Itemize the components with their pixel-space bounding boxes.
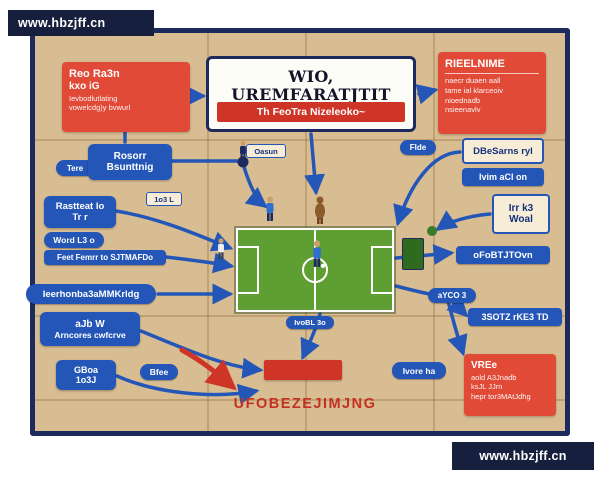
title-card: WIO, UREMFARATJTIT Th FeoTra Nizeleoko~ — [206, 56, 416, 132]
node-gboa: GBoa 1o3J — [56, 360, 116, 390]
substitution-board — [402, 238, 424, 270]
node-ajb: aJb W Arncores cwfcrve — [40, 312, 140, 346]
note-line: ksJL JJrn — [471, 382, 503, 392]
node-word: Word L3 o — [44, 232, 104, 248]
node-label: Arncores cwfcrve — [54, 329, 126, 340]
node-label: Ivore ha — [402, 365, 436, 376]
note-line: aold A3Jnadb — [471, 372, 517, 382]
poster-title: WIO, UREMFARATJTIT — [231, 67, 391, 105]
node-label: 3SOTZ rKE3 TD — [481, 312, 549, 322]
node-label: aYCO 3 — [437, 291, 467, 300]
note-line: VREe — [471, 360, 498, 371]
node-label: Flde — [409, 143, 427, 152]
grid-line — [35, 139, 565, 141]
node-label: Tr r — [72, 212, 88, 223]
bottom-caption: UFOBEZEJIMJNG — [233, 396, 377, 412]
node-rosorr: Rosorr Bsunttnig — [88, 144, 172, 180]
note-bottom-right: VREe aold A3Jnadb ksJL JJrn hepr tor3MAt… — [464, 354, 556, 416]
node-sotz: 3SOTZ rKE3 TD — [468, 308, 562, 326]
note-line: kxo iG — [69, 81, 100, 93]
node-label: DBeSarns ryl — [473, 145, 533, 157]
player-icon — [266, 196, 274, 221]
grid-line — [35, 315, 565, 317]
tag-label: 1o3 L — [154, 194, 174, 204]
node-label: Woal — [509, 214, 533, 225]
note-top-left: Reo Ra3n kxo iG Ievbodlutlating vowelcdg… — [62, 62, 190, 132]
node-ivore: Ivore ha — [392, 362, 446, 379]
tag-1o3l: 1o3 L — [146, 192, 182, 206]
note-line: vowelcdg)y bvwurl — [69, 103, 131, 113]
watermark-banner-top: www.hbzjff.cn — [8, 10, 154, 36]
watermark-text: www.hbzjff.cn — [479, 449, 567, 463]
note-line: hepr tor3MAtJdhg — [471, 392, 531, 401]
node-label: Irr k3 — [508, 203, 534, 214]
node-ivim: Ivim aCl on — [462, 168, 544, 186]
note-title: RIEELNIME — [445, 58, 539, 75]
node-label: Ieerhonba3aMMKrldg — [42, 288, 140, 300]
node-label: Feet Femrr to SJTMAFDo — [56, 253, 153, 262]
field-penalty-box-left — [237, 246, 259, 294]
node-rastteat: Rastteat lo Tr r — [44, 196, 116, 228]
node-label: IvoBL 3o — [294, 318, 326, 327]
poster-subtitle: Th FeoTra Nizeleoko~ — [217, 102, 405, 122]
node-label: Bsunttnig — [106, 162, 154, 173]
node-tere: Tere — [56, 160, 94, 176]
note-top-right: RIEELNIME naecr duaen aall tame ial klar… — [438, 52, 546, 134]
note-line: naecr duaen aall — [445, 76, 501, 86]
node-bfee: Bfee — [140, 364, 178, 380]
node-label: Tere — [66, 163, 84, 173]
tag-label: Oasun — [254, 146, 278, 156]
watermark-text: www.hbzjff.cn — [18, 16, 106, 30]
node-dbesarns: DBeSarns ryl — [462, 138, 544, 164]
node-ivobl: IvoBL 3o — [286, 316, 334, 329]
node-label: 1o3J — [75, 375, 97, 385]
node-label: oFoBTJTOvn — [473, 249, 533, 261]
note-line: tame ial klarceoiv — [445, 85, 503, 95]
node-label: Rastteat lo — [55, 201, 105, 212]
node-label: Ivim aCl on — [478, 172, 527, 182]
mascot-icon — [315, 196, 325, 224]
player-icon — [218, 238, 224, 260]
node-feet: Feet Femrr to SJTMAFDo — [44, 250, 166, 265]
note-line: Reo Ra3n — [69, 68, 120, 80]
node-label: Bfee — [149, 367, 169, 377]
player-icon — [313, 240, 326, 268]
node-ieer: Ieerhonba3aMMKrldg — [26, 284, 156, 304]
field-penalty-box-right — [371, 246, 393, 294]
node-flde: Flde — [400, 140, 436, 155]
note-line: nioednadb — [445, 95, 481, 105]
node-irrk3: Irr k3 Woal — [492, 194, 550, 234]
grid-line — [35, 399, 565, 401]
node-label: aJb W — [75, 318, 105, 330]
node-label: GBoa — [73, 365, 98, 375]
red-banner-block — [264, 360, 342, 380]
node-label: Word L3 o — [53, 235, 95, 245]
node-ofob: oFoBTJTOvn — [456, 246, 550, 264]
watermark-banner-bottom: www.hbzjff.cn — [452, 442, 594, 470]
node-label: Rosorr — [113, 151, 147, 162]
player-icon — [240, 140, 246, 162]
node-ayco: aYCO 3 — [428, 288, 476, 303]
tag-oasun: Oasun — [246, 144, 286, 158]
note-line: nsieenavlv — [445, 105, 481, 115]
note-line: Ievbodlutlating — [69, 93, 118, 103]
